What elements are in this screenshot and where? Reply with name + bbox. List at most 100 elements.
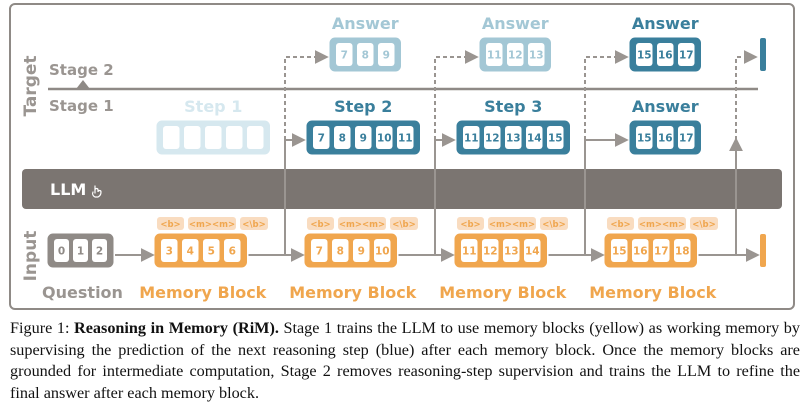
memory-block-cutoff [760,234,766,267]
tag-begin: <b> [310,220,330,230]
tag-begin: <b> [460,220,480,230]
token-label: 9 [358,246,365,258]
stage2-arrow-3 [584,50,629,140]
token-label: 13 [506,133,521,145]
memory-block-label: Memory Block [289,283,416,302]
token-cell [334,126,351,149]
token-label: 6 [229,246,236,258]
token-cell [482,239,499,262]
tag-end: <\b> [542,220,565,230]
token-cell [163,126,180,149]
pointer-hand-icon [92,185,102,198]
step-label: Step 1 [184,97,242,116]
token-label: 7 [318,133,325,145]
token-label: 4 [187,246,194,258]
token-cell [657,43,674,66]
token-cell [332,239,349,262]
token-label: 16 [658,133,673,145]
token-label: 1 [77,246,84,258]
tag-begin-bg [307,217,334,230]
token-cell [226,126,243,149]
input-side-label: Input [21,231,41,282]
token-cell [378,43,395,66]
stage2-arrow-4 [735,50,758,140]
token-cell [505,126,522,149]
tag-mem: <m><m> [639,220,685,230]
tag-end: <\b> [692,220,715,230]
token-label: 11 [487,50,502,62]
token-label: 3 [166,246,173,258]
token-label: 17 [679,133,694,145]
token-label: 15 [612,246,627,258]
tag-mem-bg [338,217,386,230]
token-cell [203,239,220,262]
memory-block-3: 11 12 13 14 [454,233,547,268]
memory-block-label: Memory Block [439,283,566,302]
token-cell [182,239,199,262]
token-label: 14 [527,133,542,145]
token-cell [184,126,201,149]
stage2-label: Stage 2 [49,61,114,79]
token-label: 12 [483,246,498,258]
token-label: 9 [360,133,367,145]
answer-label: Answer [482,14,549,33]
token-label: 15 [548,133,563,145]
token-cell [611,239,628,262]
caption-title: Reasoning in Memory (RiM). [74,319,279,337]
target-side-label: Target [21,55,41,116]
tag-end-bg [540,217,568,230]
answer-box-cutoff [760,38,766,71]
tag-mem-bg [638,217,686,230]
token-cell [636,43,653,66]
token-cell [461,239,478,262]
token-cell [311,239,328,262]
tag-mem: <m><m> [489,220,535,230]
token-label: 8 [337,246,344,258]
tag-end-bg [390,217,418,230]
token-cell [503,239,520,262]
token-cell [526,126,543,149]
caption-prefix: Figure 1: [10,319,75,337]
step-label: Step 2 [334,97,392,116]
token-label: 10 [377,133,392,145]
token-label: 14 [525,246,540,258]
token-label: 13 [504,246,519,258]
token-cell [313,126,330,149]
token-cell [357,43,374,66]
memory-block-1: 3 4 5 6 [154,233,247,268]
tag-begin: <b> [610,220,630,230]
token-label: 9 [383,50,390,62]
memory-block-label: Memory Block [589,283,716,302]
token-cell [374,239,391,262]
tag-mem-bg [188,217,236,230]
token-label: 2 [96,246,103,258]
answer-label: Answer [632,14,699,33]
token-cell [524,239,541,262]
token-label: 11 [462,246,477,258]
token-label: 5 [208,246,215,258]
token-cell [486,43,503,66]
memory-block-4-frame [604,233,697,268]
token-cell [678,43,695,66]
tag-end: <\b> [392,220,415,230]
token-cell [355,126,372,149]
token-label: 7 [316,246,323,258]
token-label: 13 [529,50,544,62]
token-cell [657,126,674,149]
tag-end-bg [690,217,718,230]
token-cell [336,43,353,66]
token-cell [73,239,88,262]
token-cell [484,126,501,149]
memory-block-2-frame [304,233,397,268]
stage-divider-triangle [76,80,90,89]
token-cell [463,126,480,149]
token-cell [547,126,564,149]
